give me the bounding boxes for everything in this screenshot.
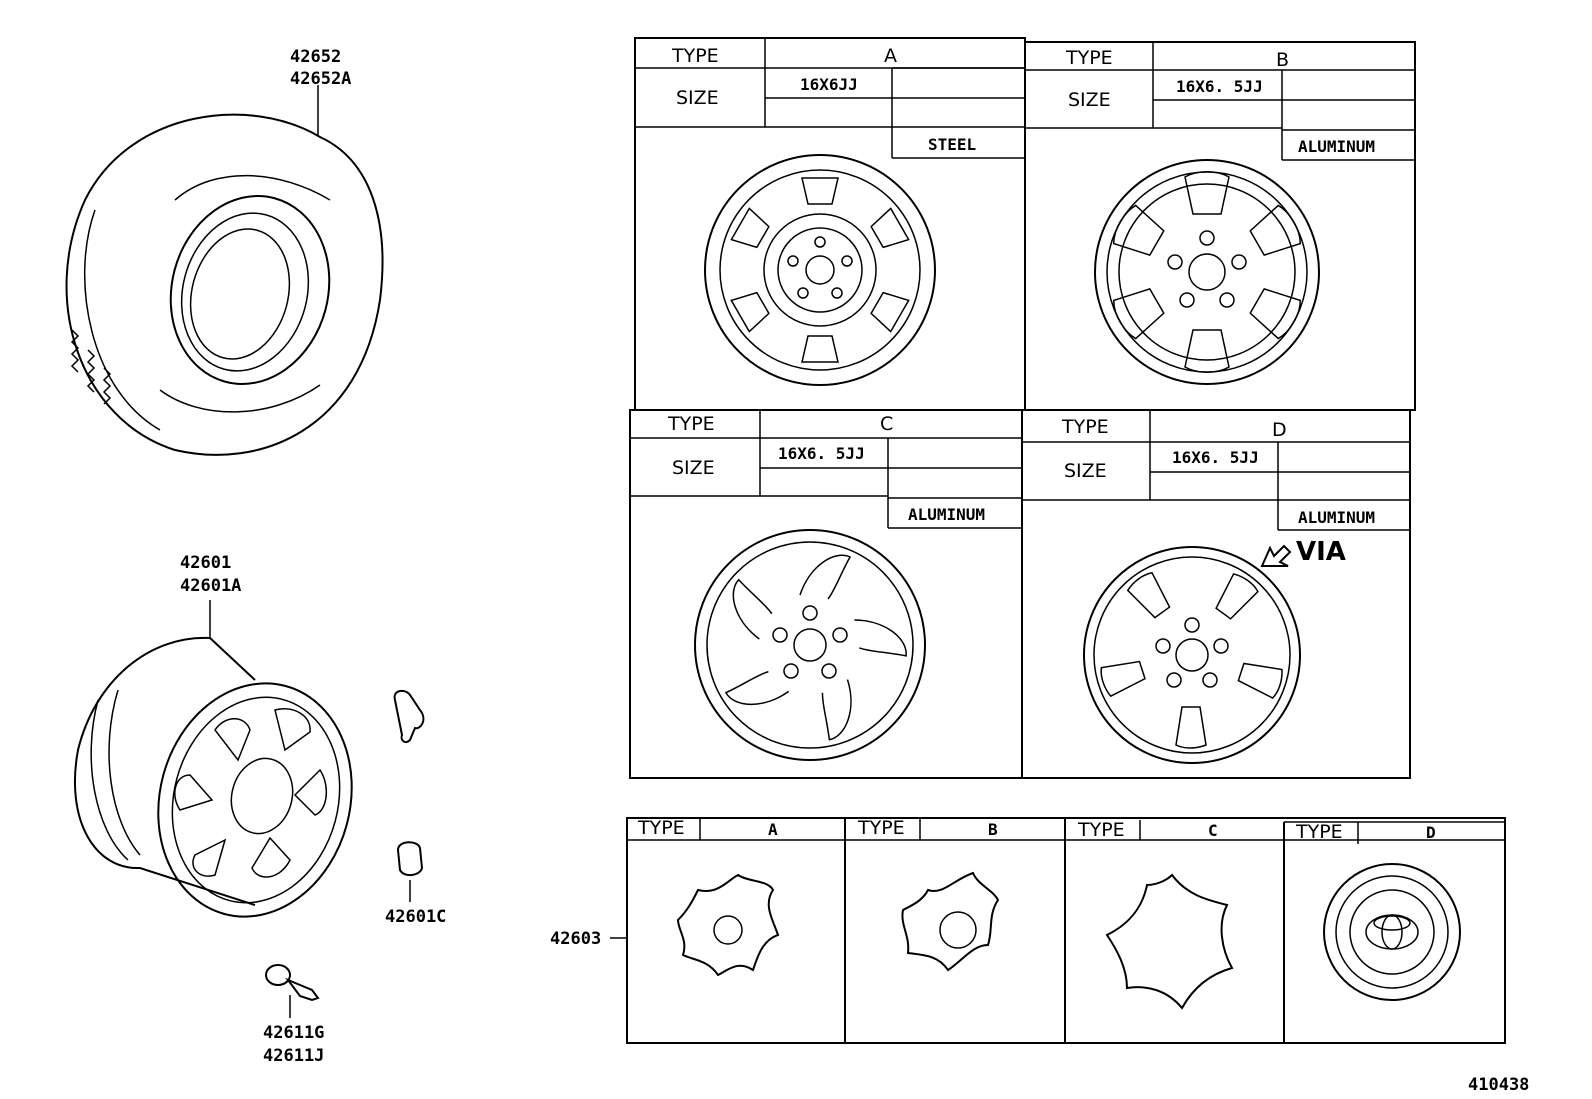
table-c-type-label: TYPE xyxy=(667,413,715,435)
cap-d-type-label: TYPE xyxy=(1295,821,1343,843)
table-d-material: ALUMINUM xyxy=(1298,508,1375,527)
cap-part-number: 42603 xyxy=(550,929,601,949)
wheel-part-number: 42601 xyxy=(180,553,231,573)
figure-number: 410438 xyxy=(1468,1075,1529,1095)
table-a-size-value: 16X6JJ xyxy=(800,75,858,94)
table-c-type-value: C xyxy=(880,413,893,435)
table-c-material: ALUMINUM xyxy=(908,505,985,524)
wheel-type-b-drawing xyxy=(1094,159,1320,385)
cap-a-type-label: TYPE xyxy=(637,817,685,839)
tire-part-number-alt: 42652A xyxy=(290,69,351,89)
cap-type-a-drawing xyxy=(676,873,780,977)
table-a-type-label: TYPE xyxy=(671,45,719,67)
table-d-type-label: TYPE xyxy=(1061,416,1109,438)
table-c-size-label: SIZE xyxy=(672,457,715,479)
hub-nut-drawing xyxy=(396,841,424,902)
wheel-drawing xyxy=(73,600,353,918)
cap-b-type-label: TYPE xyxy=(857,817,905,839)
table-d-size-label: SIZE xyxy=(1064,460,1107,482)
cap-type-d-drawing xyxy=(1323,863,1461,1001)
table-b-type-value: B xyxy=(1276,49,1289,71)
cap-c-type-value: C xyxy=(1208,821,1218,840)
table-d-type-value: D xyxy=(1272,419,1287,441)
table-a-size-label: SIZE xyxy=(676,87,719,109)
cap-d-type-value: D xyxy=(1426,823,1436,842)
cap-type-c-drawing xyxy=(1105,873,1234,1010)
table-d-size-value: 16X6. 5JJ xyxy=(1172,448,1259,467)
view-label: VIA xyxy=(1296,537,1346,567)
cap-b-type-value: B xyxy=(988,820,998,839)
table-b-material: ALUMINUM xyxy=(1298,137,1375,156)
tire-drawing xyxy=(65,85,384,456)
wheel-type-c-drawing xyxy=(694,529,926,761)
table-a-type-value: A xyxy=(884,45,897,67)
cap-type-b-drawing xyxy=(901,871,1000,972)
table-b-type-label: TYPE xyxy=(1065,47,1113,69)
tire-part-number: 42652 xyxy=(290,47,341,67)
wheel-part-number-alt: 42601A xyxy=(180,576,241,596)
valve-part-number-alt: 42611J xyxy=(263,1046,324,1066)
wheel-type-grid xyxy=(629,37,1416,779)
valve-drawing xyxy=(265,964,320,1018)
cap-a-type-value: A xyxy=(768,820,778,839)
table-c-size-value: 16X6. 5JJ xyxy=(778,444,865,463)
balance-weight-drawing xyxy=(393,689,425,744)
valve-part-number: 42611G xyxy=(263,1023,324,1043)
table-b-size-value: 16X6. 5JJ xyxy=(1176,77,1263,96)
table-a-material: STEEL xyxy=(928,135,976,154)
wheel-type-a-drawing xyxy=(704,154,936,386)
view-arrow-icon xyxy=(1260,544,1292,567)
cap-type-grid xyxy=(626,817,1506,1044)
cap-c-type-label: TYPE xyxy=(1077,819,1125,841)
nut-part-number: 42601C xyxy=(385,907,446,927)
wheel-type-d-drawing xyxy=(1083,546,1301,764)
table-b-size-label: SIZE xyxy=(1068,89,1111,111)
